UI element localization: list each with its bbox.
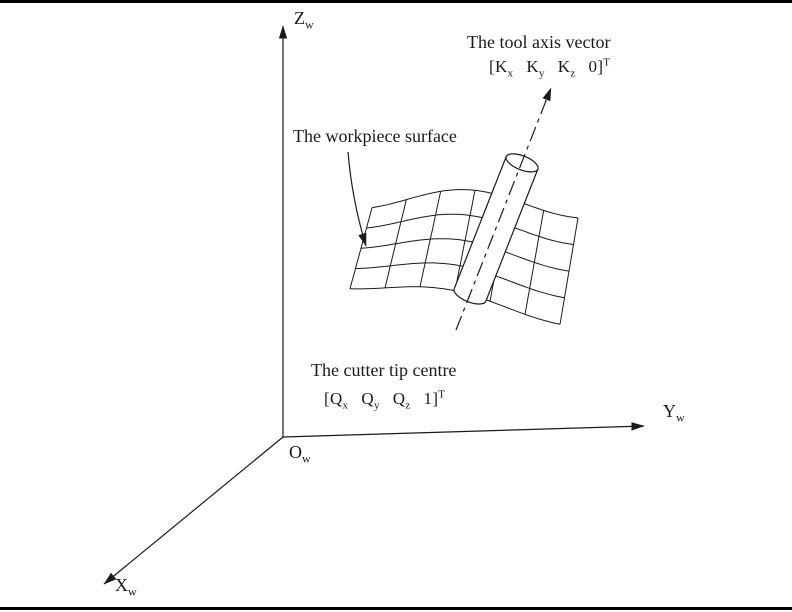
page-edge-bottom — [0, 607, 792, 610]
page-edge-top — [0, 0, 792, 3]
y-axis-line — [282, 422, 645, 438]
vector-term: Qz — [392, 389, 411, 412]
x-axis-label: Xw — [115, 575, 137, 599]
y-axis-subscript: w — [676, 410, 685, 425]
workpiece-surface-title: The workpiece surface — [293, 126, 457, 146]
workpiece-surface-mesh — [349, 189, 579, 325]
x-axis-line — [103, 436, 284, 585]
cylinder-right-edge — [485, 168, 539, 302]
tool-axis-title: The tool axis vector — [467, 32, 611, 52]
origin-label: Ow — [289, 442, 311, 466]
vector-term: Kx — [494, 57, 514, 80]
mesh-line — [419, 191, 442, 287]
transpose-superscript: T — [603, 56, 611, 69]
z-axis-label: Zw — [294, 8, 314, 32]
x-axis-letter: X — [115, 575, 128, 595]
origin-subscript: w — [302, 451, 311, 466]
bracket-open: [ — [489, 57, 495, 76]
bracket-close: ] — [597, 57, 604, 76]
y-axis-letter: Y — [663, 401, 676, 421]
vector-term: Qy — [361, 389, 380, 412]
mesh-line — [454, 190, 476, 291]
mesh-line — [349, 207, 373, 289]
vector-term: Qx — [329, 389, 349, 412]
mesh-line — [559, 217, 579, 325]
cutter-tip-title: The cutter tip centre — [311, 360, 457, 380]
y-axis-label: Yw — [663, 401, 685, 425]
z-axis-letter: Z — [294, 8, 305, 28]
cylinder-left-edge — [453, 156, 507, 289]
z-axis-subscript: w — [305, 17, 314, 32]
vector-term: 0 — [588, 57, 598, 76]
vector-term: Kz — [557, 57, 576, 80]
cylinder-body — [453, 156, 538, 305]
vector-term: 1 — [423, 389, 433, 408]
origin-letter: O — [289, 442, 302, 462]
vector-term: Ky — [526, 57, 545, 80]
bracket-close: ] — [432, 389, 439, 408]
mesh-line — [384, 199, 407, 289]
mesh-line — [524, 210, 545, 315]
tool-axis-line — [455, 87, 552, 331]
workpiece-leader-arrow — [347, 151, 367, 247]
bracket-open: [ — [324, 389, 330, 408]
cutter-tip-vector-value: [Qx Qy Qz 1]T — [324, 388, 446, 412]
x-axis-subscript: w — [128, 584, 137, 599]
tool-axis-vector-value: [Kx Ky Kz 0]T — [489, 56, 611, 80]
transpose-superscript: T — [438, 388, 446, 401]
